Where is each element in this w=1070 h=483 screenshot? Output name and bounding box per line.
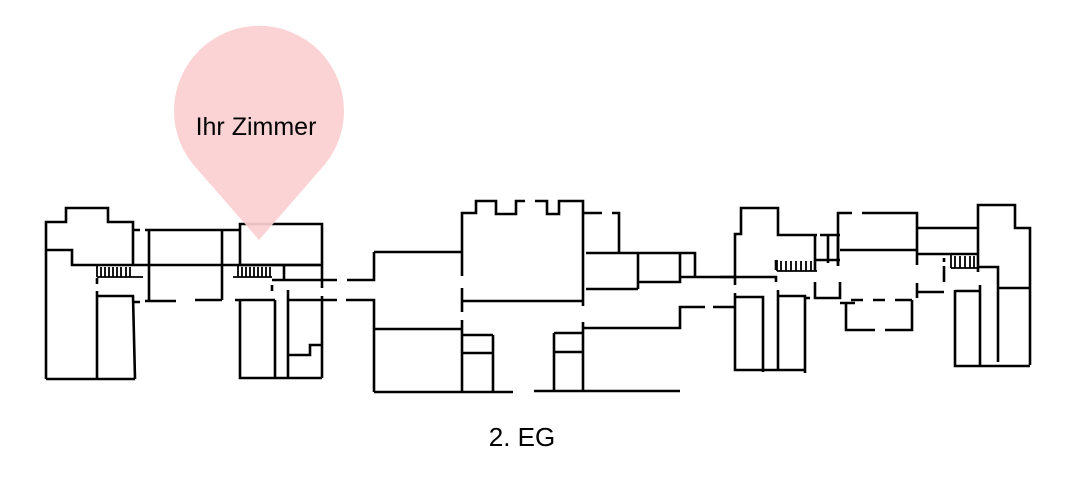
central-building [374,199,735,394]
far-east-hall [813,211,978,332]
location-marker[interactable]: Ihr Zimmer [173,25,344,241]
west-lower-room [46,291,137,381]
east-wing-stairs [776,260,817,272]
west-door-stubs [95,228,140,304]
marked-room [238,222,324,265]
east-wing [720,206,840,373]
room-wing-stairs [233,266,272,278]
location-pin-icon[interactable] [173,25,344,241]
room-wing [235,222,376,392]
west-wing [44,206,320,381]
far-east-wing [953,203,1032,368]
west-inner-wall [46,248,320,267]
far-east-stairs [950,255,978,269]
marker-label: Ihr Zimmer [196,113,317,141]
connector-hall [145,228,240,303]
west-building-outline [44,206,135,379]
west-stairs [96,266,143,278]
east-annex [583,211,735,291]
floor-label: 2. EG [489,422,555,452]
